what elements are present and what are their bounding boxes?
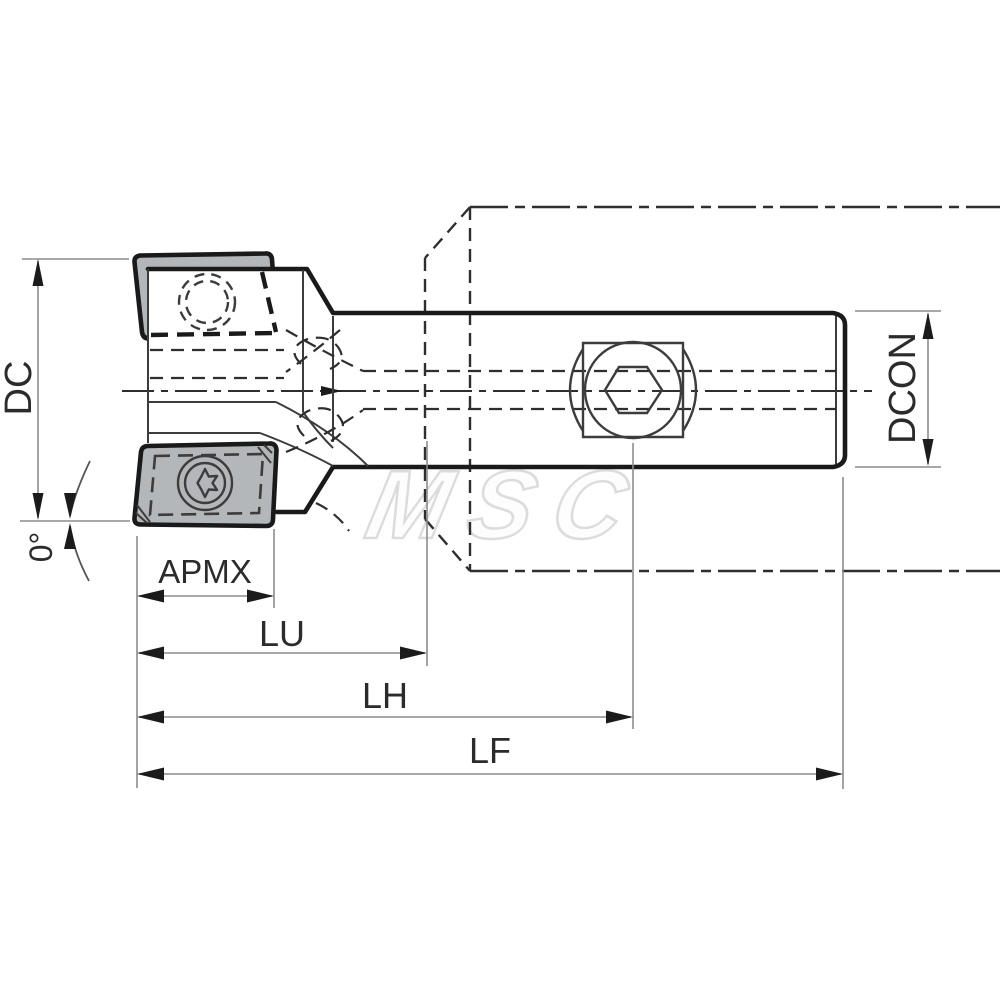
angle-label: 0° (23, 532, 59, 563)
torx-screw-outer (176, 454, 234, 512)
tool-body (145, 266, 848, 532)
centerline (122, 386, 872, 396)
top-screw-hidden-outer (177, 272, 237, 332)
bottom-insert-inner-dashed (148, 452, 265, 517)
screw-head-circle (583, 340, 683, 440)
gash-hidden-diagonal-2 (285, 329, 364, 372)
torx-star (196, 467, 219, 499)
insert-facet-top-right-1 (257, 446, 272, 464)
lu-arrow-left (137, 646, 164, 660)
top-screw-hidden-inner (184, 279, 230, 325)
bottom-insert (132, 441, 279, 529)
lh-label: LH (362, 675, 408, 716)
lf-arrow-right (816, 767, 843, 781)
gash-hidden-diagonal-3 (285, 409, 364, 454)
tool-outline (145, 266, 848, 515)
angle-arrow-down (64, 493, 76, 519)
gash-hidden-loop-upper (293, 336, 343, 371)
lu-label: LU (259, 613, 305, 654)
gash-hidden-loop-lower (296, 407, 345, 442)
screw-bore-rect (581, 341, 685, 439)
insert-facet-bottom-left-2 (135, 512, 148, 524)
dimension-labels: DC DCON 0° APMX LU LH LF (0, 332, 924, 771)
angle-arrow-up (64, 523, 76, 549)
apmx-arrow-left (137, 589, 164, 603)
face-bottom-curve (302, 411, 334, 449)
apmx-arrow-right (247, 589, 274, 603)
dcon-label: DCON (882, 332, 924, 444)
angle-arc-upper (69, 460, 91, 517)
dimensions (20, 258, 941, 789)
phantom-top-chamfer (424, 206, 471, 259)
centerline-arrow (321, 386, 342, 396)
set-screw (568, 340, 698, 440)
top-insert-hidden-right-edge (259, 271, 279, 333)
torx-screw-inner (183, 461, 227, 505)
dc-arrow-down (32, 493, 44, 520)
insert-facet-bottom-left-1 (136, 504, 151, 523)
screw-bulge-right (681, 348, 698, 432)
dc-arrow-up (32, 259, 44, 286)
flute-curve-2 (259, 432, 334, 467)
phantom-bottom-chamfer (424, 518, 471, 572)
apmx-label: APMX (158, 553, 252, 590)
lf-arrow-left (137, 767, 164, 781)
hex-socket (603, 365, 664, 415)
dcon-arrow-up (922, 312, 934, 339)
gash-hidden-curve-bottom (315, 502, 350, 532)
screw-bulge-left (568, 348, 585, 432)
dc-label: DC (0, 361, 40, 416)
angle-arc-lower (69, 525, 90, 582)
lf-label: LF (469, 730, 511, 771)
dcon-arrow-down (922, 439, 934, 466)
lh-arrow-right (606, 710, 633, 724)
lh-arrow-left (137, 710, 164, 724)
phantom-outline (423, 205, 1000, 573)
lu-arrow-right (400, 646, 427, 660)
gash-hidden-diagonal-1 (285, 329, 341, 373)
top-insert-hidden-bottom-edge (150, 330, 276, 338)
insert-facet-top-right-2 (263, 444, 273, 454)
bottom-insert-body (132, 441, 279, 529)
